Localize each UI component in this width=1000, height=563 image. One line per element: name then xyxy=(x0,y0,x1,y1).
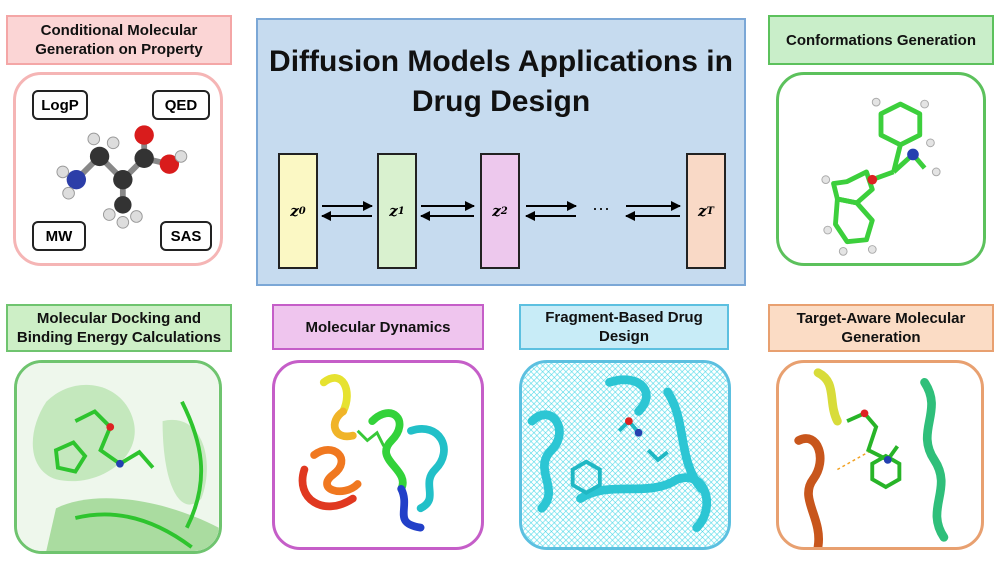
fragment-text: Fragment-Based Drug Design xyxy=(545,309,703,345)
latent-z0-sub: 0 xyxy=(298,205,306,217)
fragment-label: Fragment-Based Drug Design xyxy=(519,304,729,350)
latent-zT-sub: T xyxy=(706,205,714,217)
target-aware-text: Target-Aware Molecular Generation xyxy=(796,310,966,346)
target-aware-label: Target-Aware Molecular Generation xyxy=(768,304,994,352)
dynamics-panel xyxy=(272,360,484,550)
target-aware-panel xyxy=(776,360,984,550)
docking-text: Molecular Docking and Binding Energy Cal… xyxy=(16,310,222,346)
ball-and-stick-molecule xyxy=(56,125,188,229)
mw-box: MW xyxy=(32,221,86,251)
conditional-generation-label: Conditional Molecular Generation on Prop… xyxy=(6,15,232,65)
diagram-title: Diffusion Models Applications in Drug De… xyxy=(269,45,733,118)
qed-box: QED xyxy=(152,90,210,120)
dynamics-text: Molecular Dynamics xyxy=(305,318,451,336)
conformations-text: Conformations Generation xyxy=(785,31,976,49)
conformer-molecule xyxy=(821,97,941,256)
diffusion-arrows xyxy=(321,201,681,221)
ellipsis: ··· xyxy=(592,198,610,218)
diffusion-process-panel: Diffusion Models Applications in Drug De… xyxy=(256,18,746,286)
latent-z2-sub: 2 xyxy=(500,205,508,217)
latent-z0-symbol: z xyxy=(290,202,299,220)
latent-zT-symbol: z xyxy=(698,202,707,220)
docking-illustration xyxy=(17,363,219,551)
conformations-label: Conformations Generation xyxy=(768,15,994,65)
fragment-mesh xyxy=(522,363,728,547)
conformations-panel xyxy=(776,72,986,266)
qed-text: QED xyxy=(164,96,198,114)
logp-text: LogP xyxy=(41,96,79,114)
conditional-generation-text: Conditional Molecular Generation on Prop… xyxy=(35,22,203,58)
fragment-panel xyxy=(519,360,731,550)
latent-z2-symbol: z xyxy=(492,202,501,220)
latent-z1-sub: 1 xyxy=(397,205,405,217)
docking-panel xyxy=(14,360,222,554)
docking-label: Molecular Docking and Binding Energy Cal… xyxy=(6,304,232,352)
sas-text: SAS xyxy=(170,227,202,245)
logp-box: LogP xyxy=(32,90,88,120)
dynamics-label: Molecular Dynamics xyxy=(272,304,484,350)
protein-ribbon xyxy=(298,374,448,532)
target-aware-illustration xyxy=(794,368,949,547)
latent-z1-symbol: z xyxy=(389,202,398,220)
mw-text: MW xyxy=(45,227,73,245)
conditional-generation-panel: LogP QED MW SAS xyxy=(13,72,223,266)
sas-box: SAS xyxy=(160,221,212,251)
